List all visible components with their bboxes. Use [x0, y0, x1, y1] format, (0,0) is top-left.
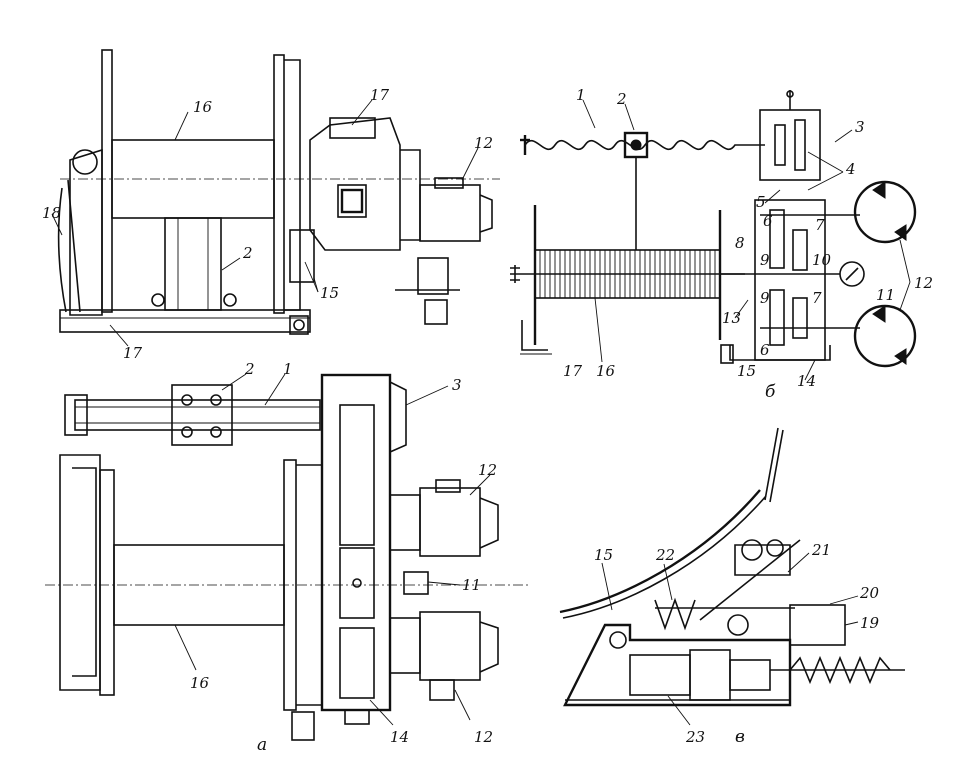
label-b-1: 1 — [576, 86, 586, 104]
label-c-19: 19 — [860, 614, 880, 632]
label-a-plan-16: 16 — [190, 674, 210, 692]
label-b-11: 11 — [876, 286, 895, 304]
label-b-12: 12 — [914, 274, 933, 292]
label-b-6b: 6 — [760, 341, 770, 359]
label-b-17: 17 — [563, 362, 583, 380]
label-c-23: 23 — [685, 728, 705, 746]
label-b-8: 8 — [735, 234, 745, 252]
label-b-7: 7 — [815, 216, 825, 234]
view-a-side-elevation: 16 17 12 18 2 15 17 — [42, 49, 500, 362]
label-c-20: 20 — [859, 584, 880, 602]
label-b-13: 13 — [722, 309, 741, 327]
label-b-10: 10 — [812, 251, 832, 269]
view-a-plan: 2 1 3 12 11 16 12 14 а — [45, 360, 530, 755]
label-a-top-17: 17 — [370, 86, 390, 104]
label-b-3: 3 — [855, 118, 865, 136]
label-b-5: 5 — [756, 193, 766, 211]
label-a-plan-14: 14 — [390, 728, 409, 746]
label-b-14: 14 — [797, 372, 816, 390]
label-a-plan-11: 11 — [462, 576, 481, 594]
label-c-22: 22 — [655, 546, 675, 564]
label-b-6: 6 — [763, 212, 773, 230]
label-c-21: 21 — [811, 541, 831, 559]
view-c-brake-pedal: 15 22 21 20 19 23 в — [559, 427, 905, 747]
label-a-top-18: 18 — [42, 204, 61, 222]
caption-b: б — [765, 382, 776, 402]
label-b-7b: 7 — [812, 289, 822, 307]
label-a-plan-1: 1 — [283, 360, 293, 378]
label-a-plan-2: 2 — [244, 360, 255, 378]
label-a-top-17b: 17 — [123, 344, 143, 362]
caption-c: в — [735, 727, 745, 747]
label-a-plan-12b: 12 — [474, 728, 493, 746]
label-c-15: 15 — [594, 546, 613, 564]
label-b-16: 16 — [596, 362, 616, 380]
label-b-9: 9 — [760, 251, 770, 269]
label-b-2: 2 — [616, 90, 627, 108]
label-a-top-16: 16 — [193, 98, 213, 116]
label-a-plan-3: 3 — [452, 376, 462, 394]
label-a-top-15: 15 — [320, 284, 339, 302]
view-b-kinematic-scheme: 1 2 3 4 5 6 7 8 9 10 11 12 6 9 7 13 16 1… — [510, 86, 933, 402]
label-b-15: 15 — [737, 362, 756, 380]
caption-a: а — [257, 735, 267, 754]
label-a-plan-12: 12 — [478, 461, 497, 479]
label-b-9b: 9 — [760, 289, 770, 307]
label-a-top-2: 2 — [242, 244, 253, 262]
label-b-4: 4 — [845, 160, 856, 178]
label-a-top-12: 12 — [474, 134, 493, 152]
